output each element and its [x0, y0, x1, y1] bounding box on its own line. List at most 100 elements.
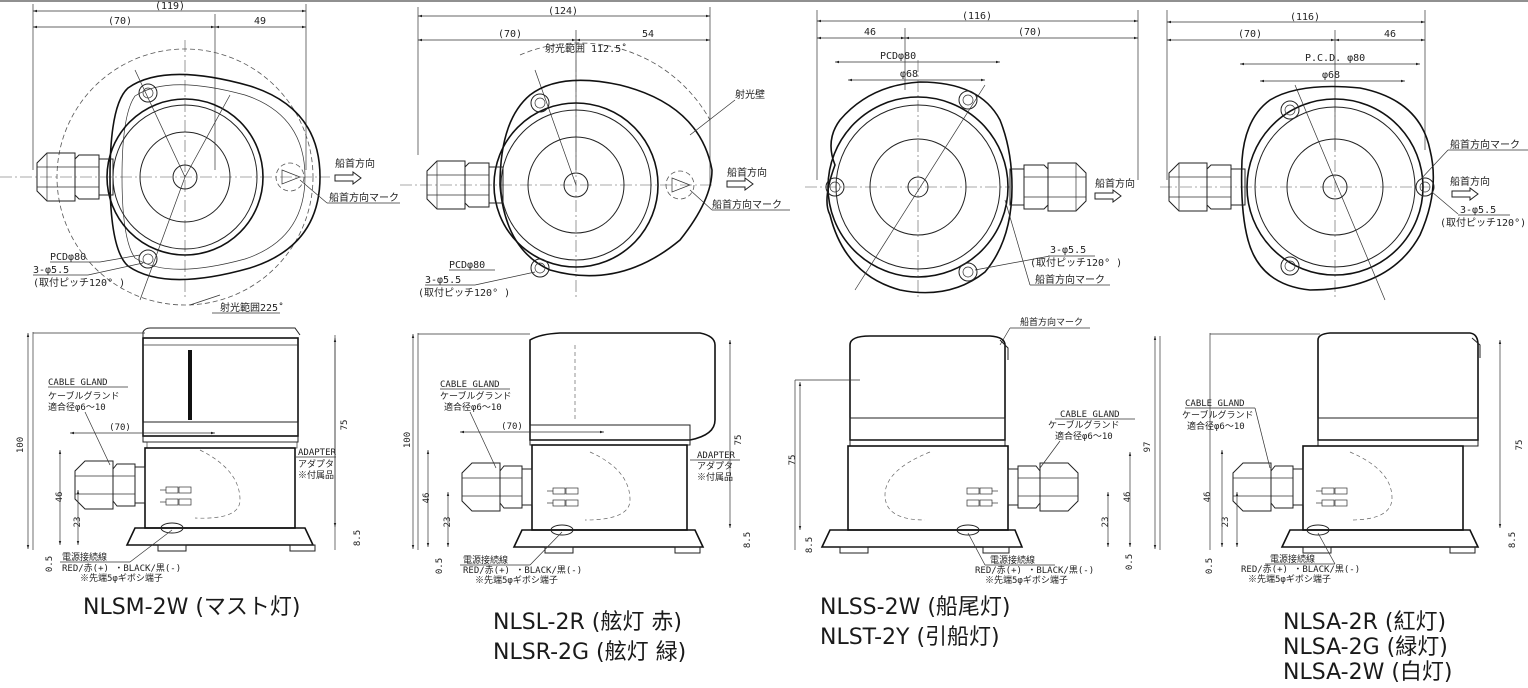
- beam-wall-label: 射光壁: [735, 88, 765, 101]
- dim-gland-70: (70): [109, 423, 131, 433]
- dim-23: 23: [443, 517, 453, 528]
- dim-97: 97: [1143, 442, 1153, 453]
- adapter-label: ADAPTER: [298, 448, 337, 458]
- pitch-label: (取付ピッチ120° ): [33, 276, 125, 289]
- panel-nlsa: (116) (70) 46 P.C.D. φ80 φ68 船首方向マーク 船首方…: [1160, 10, 1528, 685]
- dim-left: (70): [498, 29, 522, 40]
- bow-mark-side-label: 船首方向マーク: [1020, 316, 1083, 328]
- dim-46: 46: [1203, 492, 1213, 503]
- cable-gland-label: CABLE GLAND: [1185, 399, 1245, 409]
- dim-05: 0.5: [435, 558, 445, 574]
- dim-right: (70): [1018, 27, 1042, 38]
- pcd-label: PCDφ80: [449, 260, 485, 271]
- wire-colors-label: RED/赤(+) ・BLACK/黒(-): [1241, 564, 1360, 575]
- pcd-label: P.C.D. φ80: [1305, 53, 1365, 64]
- dim-46: 46: [422, 493, 432, 504]
- adapter-jp-label: アダプタ: [697, 460, 733, 472]
- mount-hole-icon: [138, 83, 158, 103]
- model-caption-green: NLSA-2G (緑灯): [1283, 635, 1448, 660]
- gland-jp-label: ケーブルグランド: [1182, 409, 1253, 421]
- model-caption: NLSM-2W (マスト灯): [83, 595, 301, 620]
- lamp-body: [849, 335, 1006, 441]
- gland-jp-label: ケーブルグランド: [1048, 419, 1119, 431]
- terminal-label: ※先端5φギボシ端子: [80, 572, 163, 584]
- power-wire-label: 電源接続線: [1270, 553, 1315, 565]
- dim-left: (70): [1238, 29, 1262, 40]
- lamp-body: [1317, 332, 1479, 441]
- wire-colors-label: RED/赤(+) ・BLACK/黒(-): [463, 565, 582, 576]
- panel-nlsl-nlsr: (124) (70) 54 射光範囲 112.5˚ 射光壁 船首方向 船首方向マ…: [400, 6, 790, 665]
- model-caption-towing: NLST-2Y (引船灯): [820, 625, 1000, 650]
- gland-jp-label: ケーブルグランド: [440, 390, 511, 402]
- bow-direction-label: 船首方向: [1450, 175, 1490, 188]
- holes-label: 3-φ5.5: [425, 275, 461, 286]
- holes-label: 3-φ5.5: [1460, 205, 1496, 216]
- dim-75: 75: [340, 420, 350, 431]
- dim-75: 75: [1515, 440, 1525, 451]
- pitch-label: (取付ピッチ120° ): [1030, 256, 1122, 269]
- dim-23: 23: [1221, 517, 1231, 528]
- dim-05: 0.5: [45, 556, 55, 572]
- phi68-label: φ68: [900, 69, 918, 80]
- dim-100: 100: [16, 437, 26, 453]
- holes-label: 3-φ5.5: [33, 265, 69, 276]
- terminal-label: ※先端5φギボシ端子: [1248, 573, 1331, 585]
- wire-colors-label: RED/赤(+) ・BLACK/黒(-): [975, 565, 1094, 576]
- dim-100: 100: [403, 432, 413, 448]
- dim-23: 23: [73, 517, 83, 528]
- accessory-label: ※付属品: [298, 470, 334, 481]
- dim-75: 75: [734, 435, 744, 446]
- dim-gland-70: (70): [501, 422, 523, 432]
- gland-dia-label: 適合径φ6～10: [444, 401, 502, 413]
- terminal-label: ※先端5φギボシ端子: [475, 574, 558, 586]
- mount-hole-icon: [138, 249, 158, 269]
- lamp-body: [142, 337, 299, 437]
- bow-direction-label: 船首方向: [335, 157, 375, 170]
- dim-right: 46: [1384, 29, 1396, 40]
- dim-85: 8.5: [743, 532, 753, 548]
- dim-total: (116): [962, 11, 992, 22]
- dim-05: 0.5: [1125, 554, 1135, 570]
- base-flange-outline: [109, 73, 321, 281]
- adapter-label: ADAPTER: [697, 451, 736, 461]
- dim-right: 54: [642, 29, 654, 40]
- terminal-label: ※先端5φギボシ端子: [985, 574, 1068, 586]
- base-flange-outline: [499, 79, 713, 277]
- dim-75: 75: [788, 455, 798, 466]
- bow-mark-label: 船首方向マーク: [1450, 138, 1520, 151]
- power-wire-label: 電源接続線: [463, 554, 508, 566]
- bow-direction-label: 船首方向: [1095, 177, 1135, 190]
- pitch-label: (取付ピッチ120° ): [418, 286, 510, 299]
- pcd-label: PCDφ80: [50, 252, 86, 263]
- dim-85: 8.5: [805, 537, 815, 553]
- power-wire-label: 電源接続線: [62, 551, 107, 563]
- dim-85: 8.5: [353, 530, 363, 546]
- gland-jp-label: ケーブルグランド: [48, 390, 119, 402]
- dim-total: (116): [1290, 12, 1320, 23]
- dim-05: 0.5: [1205, 558, 1215, 574]
- dim-left: 46: [864, 27, 876, 38]
- base-flange-outline: [826, 81, 1013, 294]
- bow-mark-label: 船首方向マーク: [712, 198, 782, 211]
- dim-46: 46: [55, 492, 65, 503]
- accessory-label: ※付属品: [697, 472, 733, 483]
- model-caption-red: NLSL-2R (舷灯 赤): [493, 610, 682, 635]
- lamp-body: [529, 332, 716, 441]
- gland-dia-label: 適合径φ6～10: [1187, 420, 1245, 432]
- adapter-jp-label: アダプタ: [298, 458, 334, 470]
- panel-nlsm-2w: (119) (70) 49 船首方向 船首方向マーク PCDφ80 3-φ5.5: [0, 1, 400, 620]
- bow-mark-label: 船首方向マーク: [329, 191, 399, 204]
- bow-mark-label: 船首方向マーク: [1035, 273, 1105, 286]
- cable-gland-label: CABLE GLAND: [48, 378, 108, 388]
- model-caption-stern: NLSS-2W (船尾灯): [820, 595, 1011, 620]
- power-wire-label: 電源接続線: [990, 554, 1035, 566]
- dim-right: 49: [254, 16, 266, 27]
- model-caption-green: NLSR-2G (舷灯 緑): [493, 640, 686, 665]
- gland-dia-label: 適合径φ6～10: [48, 401, 106, 413]
- bow-direction-label: 船首方向: [727, 166, 767, 179]
- pcd-label: PCDφ80: [880, 51, 916, 62]
- cable-gland-label: CABLE GLAND: [1060, 410, 1120, 420]
- phi68-label: φ68: [1322, 70, 1340, 81]
- dim-total: (119): [155, 1, 185, 12]
